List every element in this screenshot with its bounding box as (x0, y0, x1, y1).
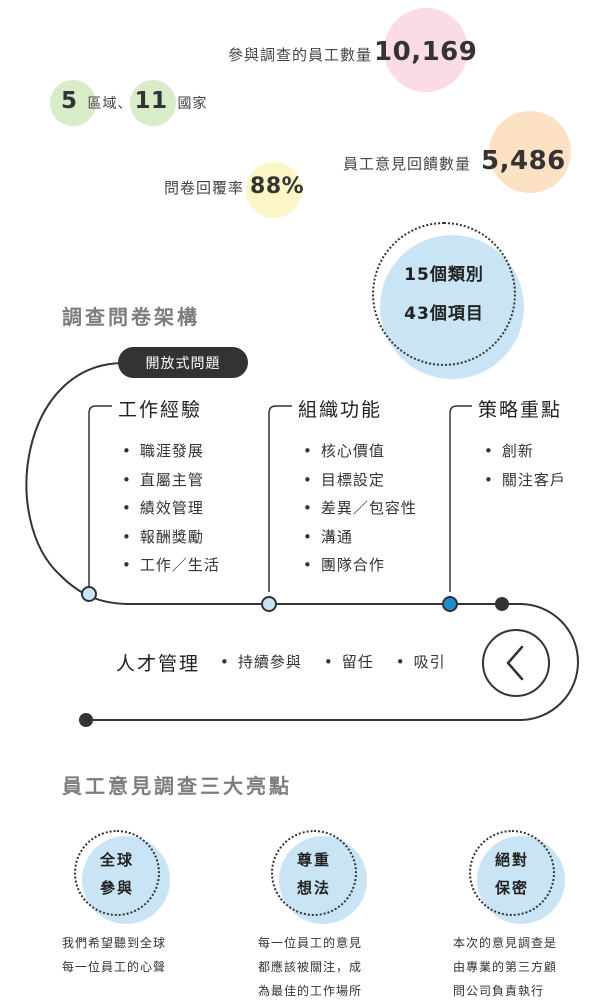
categories-count-text: 15個類別 (404, 265, 484, 285)
talent-item: 持續參與 (220, 648, 302, 677)
list-item: 工作／生活 (122, 551, 220, 580)
highlight-desc-line: 由專業的第三方顧 (453, 960, 558, 974)
categories-dotted-ring (372, 222, 516, 366)
list-item: 團隊合作 (303, 551, 417, 580)
talent-item: 吸引 (396, 648, 446, 677)
node-organization (261, 596, 277, 612)
category-list-strategy: 創新 關注客戶 (484, 437, 566, 494)
highlight-desc-line: 我們希望聽到全球 (62, 936, 167, 950)
category-title-work: 工作經驗 (114, 395, 207, 422)
response-value: 88% (250, 174, 305, 199)
list-item: 差異／包容性 (303, 494, 417, 523)
highlights-title: 員工意見調查三大亮點 (62, 774, 292, 798)
countries-label: 國家 (177, 96, 208, 112)
open-questions-pill: 開放式問題 (118, 347, 248, 378)
regions-count: 5 (61, 88, 78, 114)
highlight-desc-line: 每一位員工的心聲 (62, 960, 167, 974)
category-list-organization: 核心價值 目標設定 差異／包容性 溝通 團隊合作 (303, 437, 417, 580)
countries-bubble (130, 80, 176, 126)
highlight-dotted-ring (74, 830, 160, 916)
employees-bubble (384, 8, 468, 92)
regions-label: 區域 (87, 96, 118, 112)
employees-label: 參與調查的員工數量 (228, 46, 373, 64)
list-item: 目標設定 (303, 466, 417, 495)
list-item: 直屬主管 (122, 466, 220, 495)
highlight-line2: 想法 (296, 879, 331, 897)
list-item: 溝通 (303, 523, 417, 552)
highlight-line2: 保密 (494, 879, 529, 897)
list-item: 核心價值 (303, 437, 417, 466)
highlight-dotted-ring (469, 830, 555, 916)
highlight-desc-line: 本次的意見調查是 (453, 936, 558, 950)
regions-bubble (50, 80, 96, 126)
talent-row: 人才管理 持續參與 留任 吸引 (116, 648, 446, 677)
list-item: 創新 (484, 437, 566, 466)
category-list-work: 職涯發展 直屬主管 績效管理 報酬獎勵 工作／生活 (122, 437, 220, 580)
employees-value: 10,169 (374, 37, 478, 67)
list-item: 績效管理 (122, 494, 220, 523)
talent-title: 人才管理 (116, 652, 201, 675)
list-item: 報酬獎勵 (122, 523, 220, 552)
category-title-organization: 組織功能 (294, 395, 387, 422)
node-strategy (442, 596, 458, 612)
highlight-desc-line: 問公司負責執行 (453, 984, 545, 998)
highlight-desc-line: 每一位員工的意見 (258, 936, 363, 950)
list-item: 關注客戶 (484, 466, 566, 495)
items-count-text: 43個項目 (404, 304, 484, 324)
talent-item: 留任 (324, 648, 374, 677)
response-label: 問卷回覆率 (164, 179, 245, 197)
separator: 、 (117, 96, 133, 112)
structure-title: 調查問卷架構 (62, 305, 200, 329)
node-end-bottom (79, 713, 93, 727)
highlight-desc-line: 都應該被關注，成 (258, 960, 363, 974)
feedback-bubble (489, 111, 571, 193)
highlight-dotted-ring (271, 830, 357, 916)
countries-count: 11 (134, 88, 168, 114)
node-end-top (495, 597, 509, 611)
list-item: 職涯發展 (122, 437, 220, 466)
highlight-line1: 尊重 (296, 851, 331, 869)
node-work-experience (81, 586, 97, 602)
chevron-left-icon[interactable] (482, 629, 550, 697)
highlight-line2: 參與 (99, 879, 134, 897)
response-bubble (246, 162, 302, 218)
highlight-line1: 全球 (99, 851, 134, 869)
feedback-label: 員工意見回饋數量 (343, 155, 472, 173)
highlight-line1: 絕對 (494, 851, 529, 869)
highlight-desc-line: 為最佳的工作場所 (258, 984, 363, 998)
category-title-strategy: 策略重點 (474, 395, 567, 422)
feedback-value: 5,486 (481, 146, 566, 176)
